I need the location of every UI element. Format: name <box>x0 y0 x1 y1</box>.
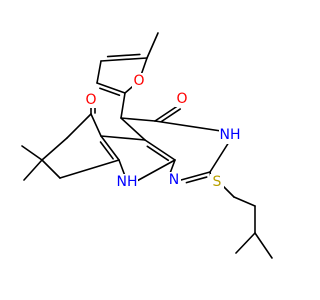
atom-label-amide-nh: NH <box>220 127 241 143</box>
bond-pyrimidine-double-inner <box>185 176 208 184</box>
bond-core <box>154 120 222 132</box>
bond-methyl-furan <box>146 32 159 59</box>
atom-label-amine-nh: NH <box>117 174 138 190</box>
bond-ring <box>66 113 92 139</box>
bond-ring <box>41 159 61 179</box>
bond-core <box>118 159 126 177</box>
bond-chain <box>254 232 273 259</box>
bond-gem-methyl <box>21 145 43 161</box>
bond-furan-double <box>96 82 126 94</box>
bond-gem-methyl <box>23 159 43 181</box>
bond-furan <box>96 60 102 84</box>
bond-furan-link <box>120 92 126 119</box>
bond-core <box>120 117 156 122</box>
bond-lactam-carbonyl-inner <box>160 108 181 123</box>
bond-core <box>134 159 176 183</box>
bond-core <box>100 135 146 141</box>
bond-core-double <box>100 135 120 161</box>
atom-label-lactam-oxygen: O <box>176 91 187 107</box>
atom-label-furan-oxygen: O <box>133 73 144 89</box>
bond-pyrimidine-double <box>180 171 211 181</box>
bond-chain <box>222 185 235 198</box>
bond-furan-double-inner <box>99 87 121 97</box>
bond-chain <box>235 232 256 254</box>
bond-core <box>120 117 146 141</box>
bond-chain <box>233 196 256 207</box>
bond-core-double-inner <box>99 141 114 160</box>
molecule-structure: O O O NH N NH S <box>21 32 273 259</box>
bond-core-double-inner <box>146 145 170 162</box>
bond-furan-double-inner <box>106 53 141 58</box>
bond-furan-double <box>100 57 148 62</box>
atom-label-ketone-oxygen: O <box>85 92 96 108</box>
bond-core-double <box>144 139 176 161</box>
atom-label-pyrimidine-n: N <box>169 172 179 188</box>
bond-core <box>90 113 102 137</box>
bond-ring <box>41 137 68 161</box>
bond-core <box>209 141 230 173</box>
bond-ring <box>59 159 120 179</box>
atom-label-sulfur: S <box>213 174 222 190</box>
bond-lines <box>21 32 273 259</box>
